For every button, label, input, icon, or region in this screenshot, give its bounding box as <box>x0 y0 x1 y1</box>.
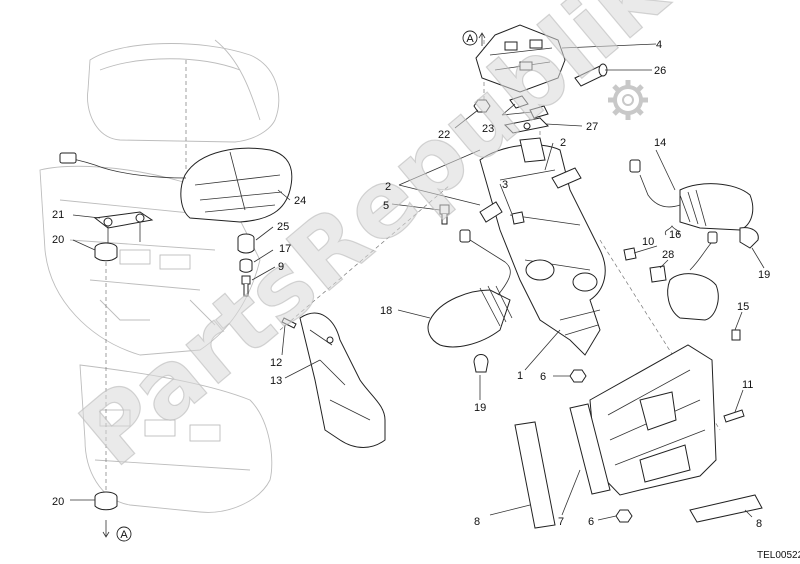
callout-22: 22 <box>438 129 450 141</box>
callout-20-upper: 20 <box>52 234 64 246</box>
callout-17: 17 <box>279 243 291 255</box>
ref-marker-label: A <box>120 529 128 541</box>
callout-2-upper: 2 <box>560 137 566 149</box>
bush-17 <box>239 258 253 273</box>
bush-2-right <box>551 167 582 189</box>
clip-23 <box>509 95 549 119</box>
callout-15: 15 <box>737 301 749 313</box>
callout-4: 4 <box>656 39 662 51</box>
reflector-8-right <box>689 494 763 523</box>
callout-13: 13 <box>270 375 282 387</box>
leader-lines <box>70 43 765 521</box>
callout-24: 24 <box>294 195 306 207</box>
screw-11 <box>723 409 745 423</box>
left-turn-indicator-18 <box>427 229 513 348</box>
rubber-grommet-20-lower <box>94 491 118 511</box>
nut-6-upper <box>569 369 587 383</box>
callout-18: 18 <box>380 305 392 317</box>
screw-5 <box>439 204 450 225</box>
callout-1: 1 <box>517 370 523 382</box>
nut-3 <box>511 211 525 225</box>
ref-marker-label: A <box>466 33 474 45</box>
callout-6-lower: 6 <box>588 516 594 528</box>
plate-27 <box>503 117 550 134</box>
callout-9: 9 <box>278 261 284 273</box>
bulb-19-right <box>739 227 759 249</box>
screw-12 <box>281 317 297 329</box>
nut-6-lower <box>615 509 633 523</box>
callout-26: 26 <box>654 65 666 77</box>
callout-3: 3 <box>502 179 508 191</box>
screw-15 <box>731 329 741 341</box>
callout-8-left: 8 <box>474 516 480 528</box>
plate-holder-frame-1 <box>479 137 606 356</box>
ref-marker-a-bottom: A <box>102 520 132 542</box>
callout-5: 5 <box>383 200 389 212</box>
bush-2-left <box>479 201 503 223</box>
callout-2-left: 2 <box>385 181 391 193</box>
nut-22 <box>473 99 491 113</box>
callout-28: 28 <box>662 249 674 261</box>
bracket-21 <box>93 211 154 245</box>
nut-10 <box>623 247 637 261</box>
ref-marker-a-top: A <box>462 30 486 46</box>
bush-26 <box>574 63 608 87</box>
indicator-16 <box>667 231 719 321</box>
tail-light <box>59 147 293 223</box>
callout-16: 16 <box>669 229 681 241</box>
right-turn-indicator-14 <box>629 159 754 231</box>
callout-23: 23 <box>482 123 494 135</box>
plate-bracket-4 <box>475 24 566 93</box>
callout-20-lower: 20 <box>52 496 64 508</box>
spacer-25 <box>237 233 255 254</box>
rubber-grommet-20-upper <box>94 242 118 262</box>
callout-27: 27 <box>586 121 598 133</box>
callout-labels: 24 21 20 25 17 9 12 13 20 4 26 27 22 23 … <box>52 39 770 530</box>
callout-10: 10 <box>642 236 654 248</box>
callout-19-right: 19 <box>758 269 770 281</box>
cover-13 <box>299 312 386 448</box>
callout-12: 12 <box>270 357 282 369</box>
callout-8-right: 8 <box>756 518 762 530</box>
diagram-code: TEL00522 <box>757 550 800 561</box>
callout-6-upper: 6 <box>540 371 546 383</box>
callout-7: 7 <box>558 516 564 528</box>
plate-support-7 <box>569 344 717 496</box>
bulb-28 <box>649 265 667 283</box>
callout-14: 14 <box>654 137 666 149</box>
callout-11: 11 <box>742 379 753 391</box>
gear-icon <box>608 80 648 120</box>
bulb-19-left <box>473 354 489 373</box>
screw-9 <box>241 275 251 297</box>
callout-21: 21 <box>52 209 64 221</box>
reflector-8-left <box>514 421 556 529</box>
callout-25: 25 <box>277 221 289 233</box>
callout-19-left: 19 <box>474 402 486 414</box>
